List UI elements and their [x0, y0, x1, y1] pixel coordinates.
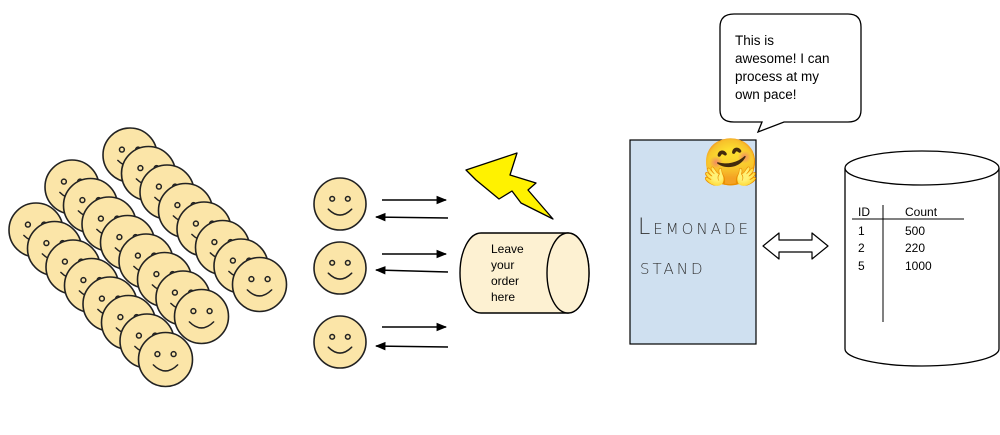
queued-customer-3	[313, 315, 367, 369]
speech-bubble: This is awesome! I can process at my own…	[719, 13, 862, 134]
stand-label-line-1: Lemonade	[638, 215, 751, 240]
bubble-line-1: This is	[735, 33, 774, 48]
db-row-1-id: 1	[858, 224, 865, 238]
lightning-bolt-icon	[465, 152, 554, 220]
db-row-1-count: 500	[905, 224, 925, 238]
db-header-count: Count	[905, 205, 938, 219]
db-row-3-count: 1000	[905, 259, 932, 273]
request-arrows	[374, 195, 449, 351]
arrow-left-1	[374, 212, 449, 222]
arrow-left-3	[374, 341, 449, 351]
bubble-line-3: process at my	[735, 69, 819, 84]
bubble-line-4: own pace!	[735, 87, 797, 102]
bubble-line-2: awesome! I can	[735, 51, 830, 66]
queued-customer-1	[313, 177, 367, 231]
crowd-face-15	[173, 288, 230, 345]
queue-label-line-4: here	[491, 290, 515, 304]
queued-customers	[313, 177, 367, 369]
crowd-of-customers	[8, 127, 288, 388]
queue-label-line-2: your	[491, 258, 514, 272]
db-row-2-count: 220	[905, 241, 925, 255]
hugging-face-emoji-icon: 🤗	[702, 136, 759, 188]
queued-customer-2	[313, 241, 367, 295]
queue-label-line-3: order	[491, 274, 519, 288]
order-queue: Leave your order here	[459, 232, 590, 314]
crowd-face-7	[231, 256, 288, 313]
database: ID Count 1 500 2 220 5 1000	[844, 150, 1000, 367]
crowd-face-23	[137, 331, 194, 388]
stand-label-line-2: stand	[640, 255, 706, 280]
lemonade-stand: Lemonade stand	[629, 139, 757, 345]
arrow-left-2	[374, 266, 449, 275]
double-arrow-icon	[762, 232, 829, 260]
db-row-3-id: 5	[858, 259, 865, 273]
db-header-id: ID	[858, 205, 870, 219]
db-row-2-id: 2	[858, 241, 865, 255]
queue-label-line-1: Leave	[491, 242, 524, 256]
